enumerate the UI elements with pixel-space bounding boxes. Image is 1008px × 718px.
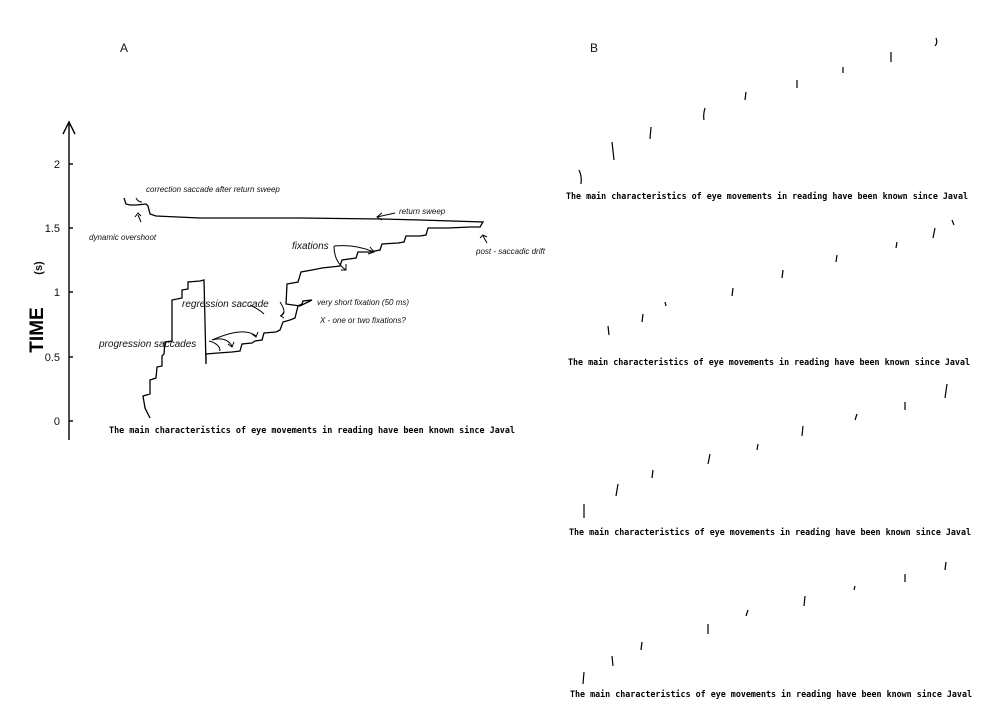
sentence-panel-b-4: The main characteristics of eye movement… xyxy=(570,689,972,700)
axis-unit: (s) xyxy=(33,261,45,275)
tick-label-0: 0 xyxy=(54,416,60,428)
annotation-one-or-two-fixations: X - one or two fixations? xyxy=(319,316,406,325)
sentence-panel-b-1: The main characteristics of eye movement… xyxy=(566,191,968,202)
fixation-marks-row-4 xyxy=(582,561,947,685)
tick-label-1: 1 xyxy=(54,287,60,299)
panel-b-label: B xyxy=(590,41,598,55)
annotation-correction-saccade: correction saccade after return sweep xyxy=(146,185,280,194)
axis-title-time: TIME xyxy=(27,307,48,352)
tick-label-1-5: 1.5 xyxy=(45,223,60,235)
annotation-arrows xyxy=(134,197,488,352)
annotation-dynamic-overshoot: dynamic overshoot xyxy=(89,233,157,242)
annotation-progression-saccades: progression saccades xyxy=(98,339,196,350)
tick-label-0-5: 0.5 xyxy=(45,352,60,364)
annotation-post-saccadic-drift: post - saccadic drift xyxy=(475,247,546,256)
sentence-panel-a: The main characteristics of eye movement… xyxy=(109,425,515,436)
panel-a-label: A xyxy=(120,41,128,55)
scanpath-trace xyxy=(123,197,485,419)
annotation-return-sweep: return sweep xyxy=(399,207,446,216)
fixation-marks-row-3 xyxy=(583,383,948,518)
sentence-panel-b-3: The main characteristics of eye movement… xyxy=(569,527,971,538)
annotation-fixations: fixations xyxy=(292,241,329,252)
time-axis xyxy=(62,120,76,440)
annotation-regression-saccade: regression saccade xyxy=(182,299,269,310)
tick-label-2: 2 xyxy=(54,159,60,171)
sentence-panel-b-2: The main characteristics of eye movement… xyxy=(568,357,970,368)
fixation-marks-row-1 xyxy=(578,37,938,185)
fixation-marks-row-2 xyxy=(607,219,955,336)
annotation-short-fixation: very short fixation (50 ms) xyxy=(317,298,409,307)
